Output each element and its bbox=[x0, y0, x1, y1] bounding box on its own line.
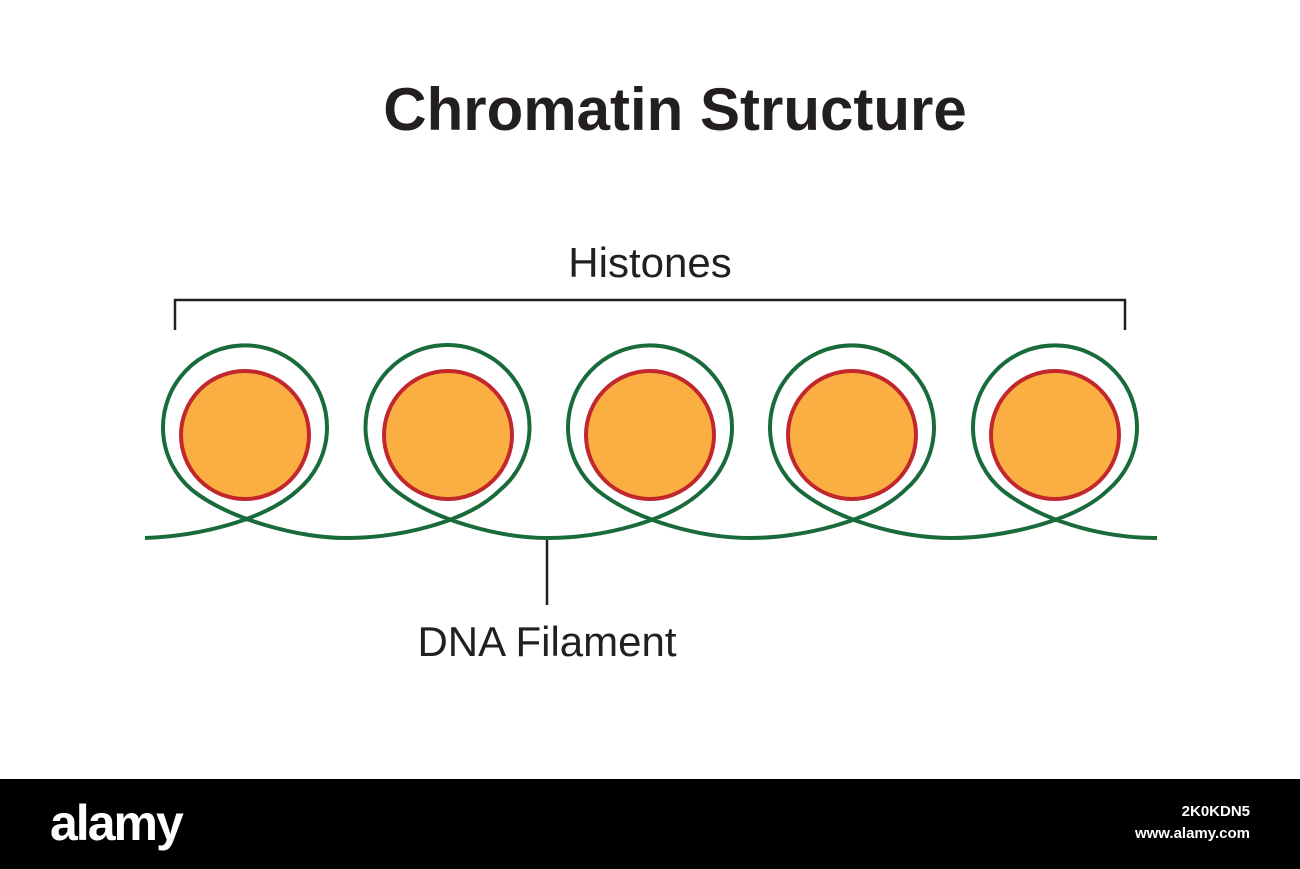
histones-label: Histones bbox=[568, 239, 731, 286]
histone-4 bbox=[786, 369, 918, 501]
dna-filament-label: DNA Filament bbox=[417, 618, 676, 665]
histone-core bbox=[584, 369, 716, 501]
histone-3 bbox=[584, 369, 716, 501]
watermark-footer: alamy 2K0KDN5 www.alamy.com bbox=[0, 779, 1300, 869]
histone-2 bbox=[382, 369, 514, 501]
image-id-block: 2K0KDN5 www.alamy.com bbox=[1135, 801, 1250, 845]
brand-logo: alamy bbox=[50, 795, 184, 851]
histones-bracket bbox=[173, 298, 1127, 330]
histone-core bbox=[989, 369, 1121, 501]
histone-5 bbox=[989, 369, 1121, 501]
histone-core bbox=[179, 369, 311, 501]
chromatin-diagram: Histones DNA Filament bbox=[144, 239, 1158, 665]
histone-1 bbox=[179, 369, 311, 501]
diagram-title: Chromatin Structure bbox=[383, 76, 967, 143]
dna-strand bbox=[144, 343, 1158, 541]
site-url: www.alamy.com bbox=[1134, 825, 1250, 842]
histone-core bbox=[382, 369, 514, 501]
image-id: 2K0KDN5 bbox=[1181, 803, 1250, 820]
histone-core bbox=[786, 369, 918, 501]
